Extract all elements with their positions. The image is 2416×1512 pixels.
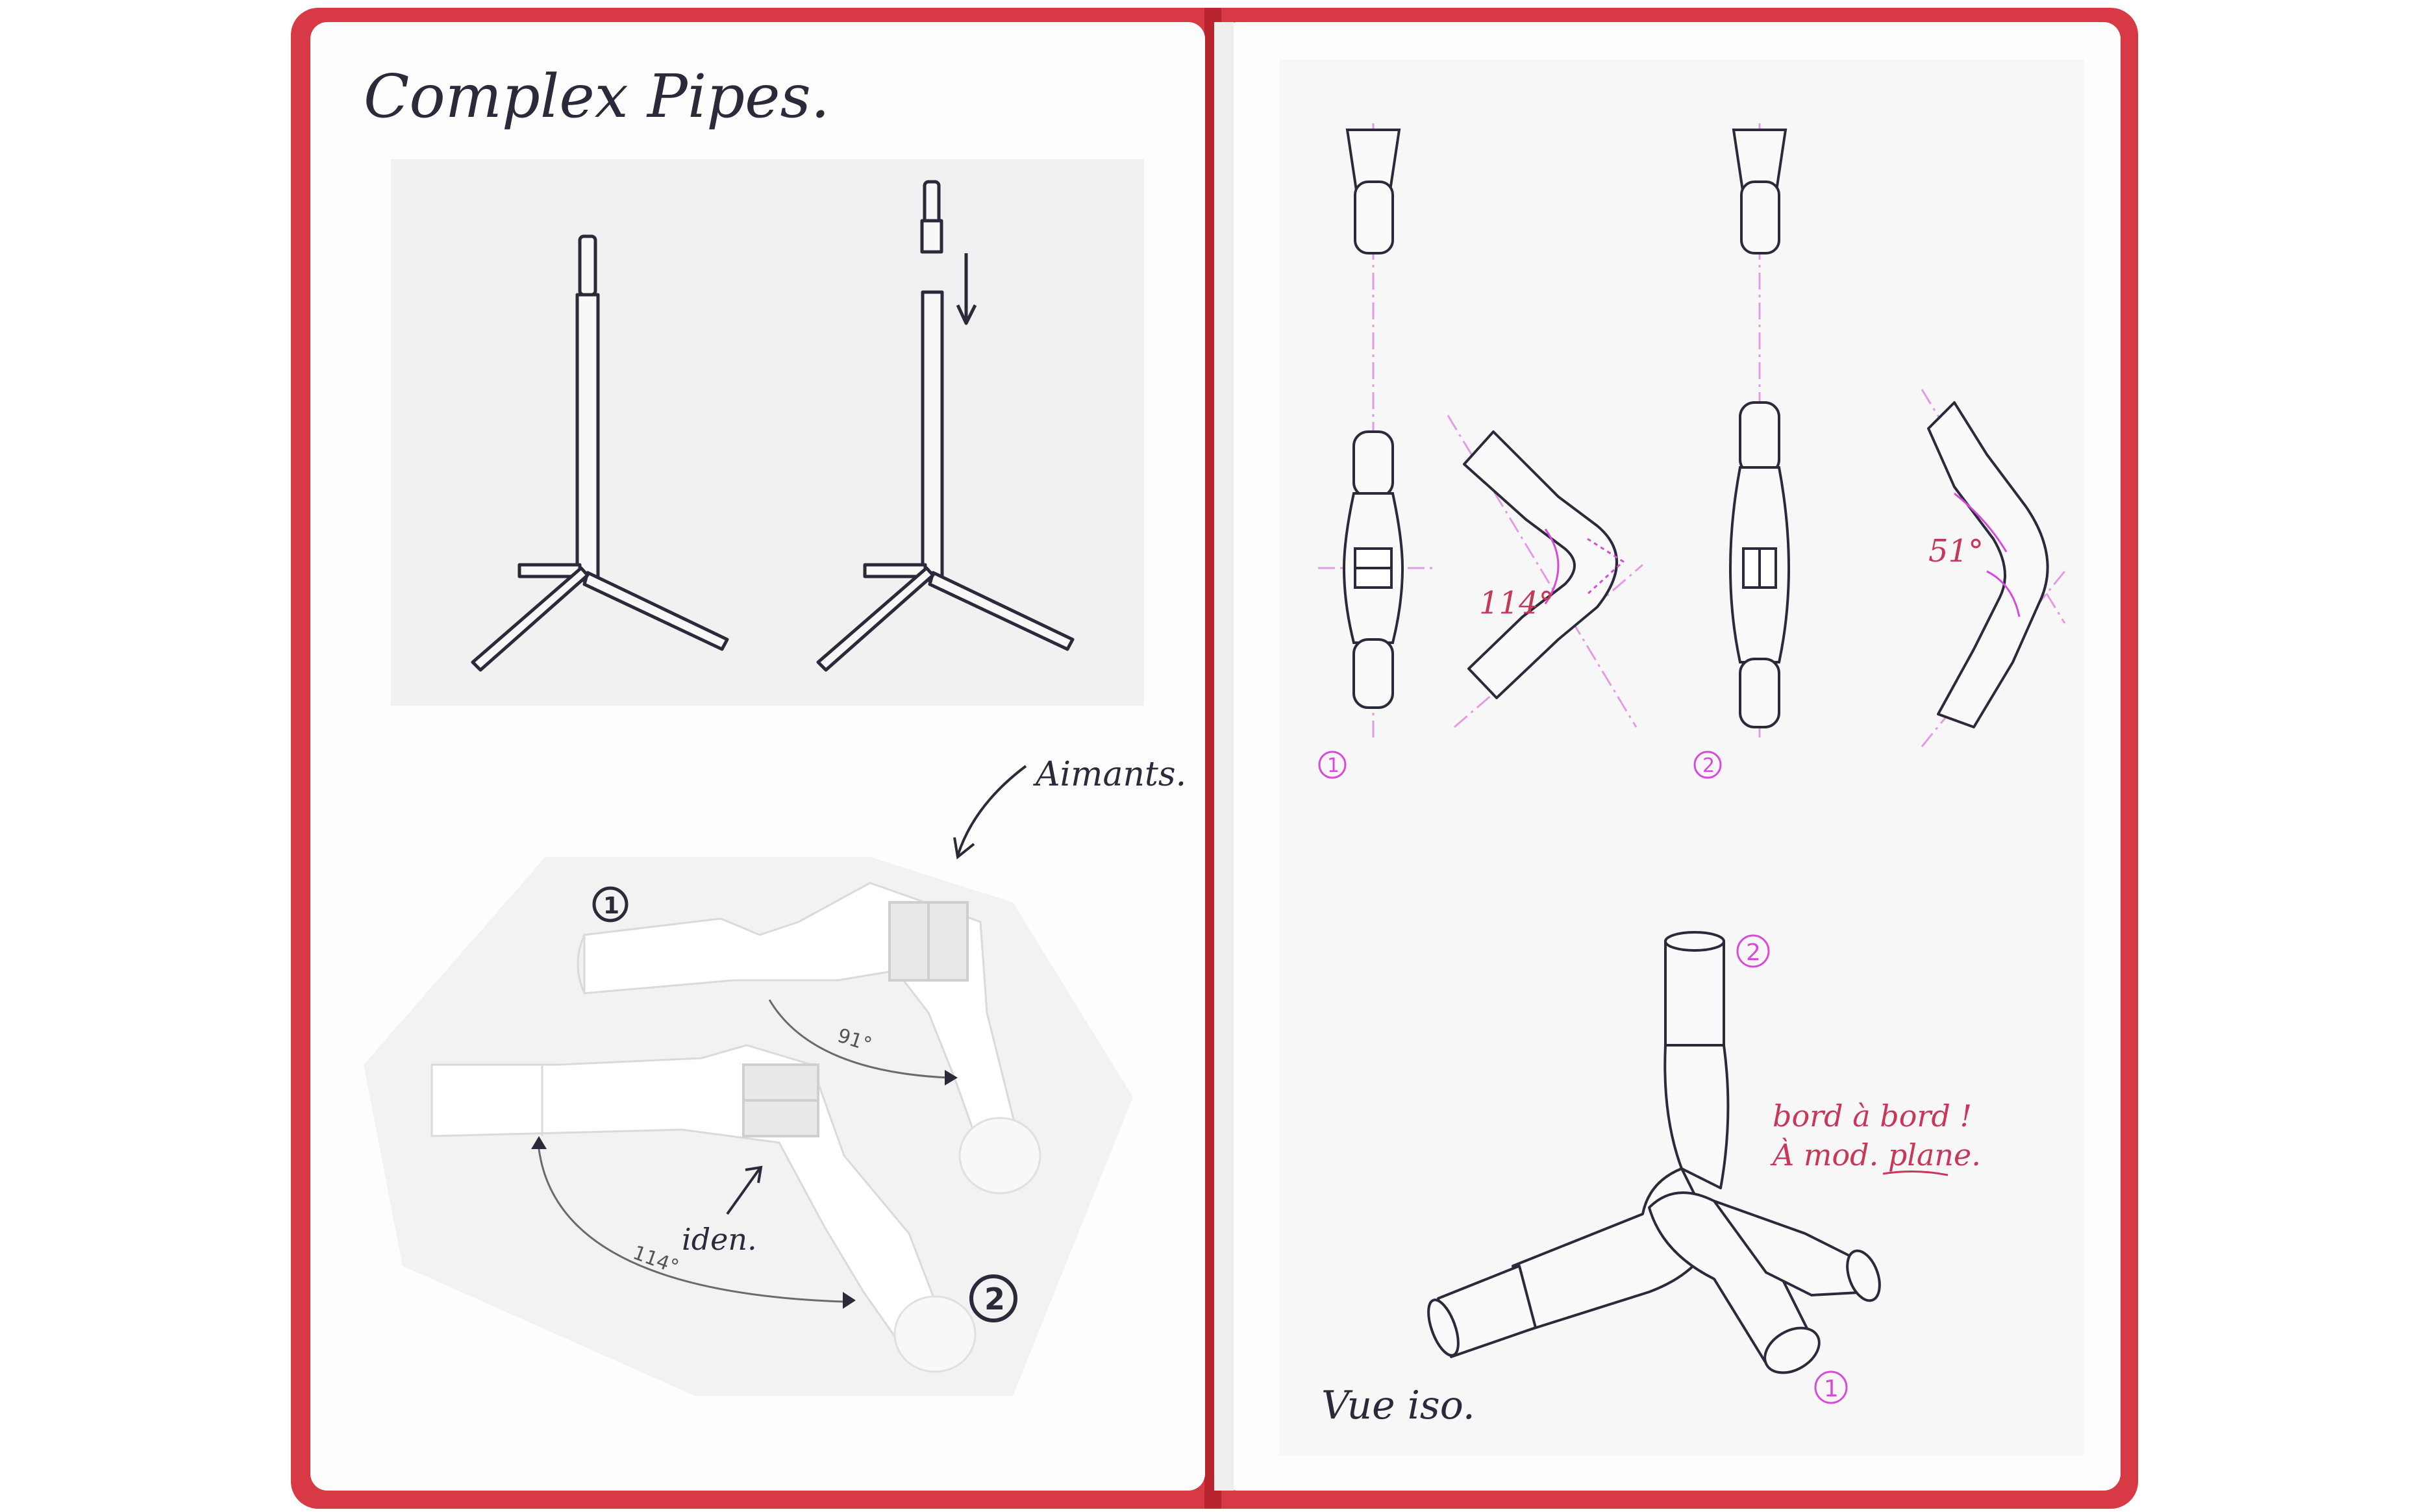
iden-callout-arrow [726, 1165, 763, 1215]
note-underline [1882, 1170, 1949, 1176]
pipe-stand-exploded [816, 180, 1075, 672]
pipe-cap-views [1345, 129, 1787, 254]
assembly-note-line-2: À mod. plane. [1770, 1137, 1981, 1172]
view1-angle: 114° [1479, 585, 1554, 621]
iso-marker-top: 2 [1746, 939, 1761, 966]
side-view-connector-2 [1927, 401, 2049, 728]
view2-marker-circle [1693, 750, 1722, 779]
arrow-tip [945, 1070, 958, 1085]
magenta-markers [1318, 750, 1848, 1404]
aimants-callout-arrow [953, 765, 1027, 860]
side-view-connector-1 [1463, 430, 1625, 699]
view1-marker-circle [1318, 750, 1347, 779]
iso-marker-bottom-circle [1814, 1370, 1848, 1404]
iso-marker-bottom: 1 [1824, 1376, 1839, 1402]
pipe-stand-assembled [471, 234, 729, 672]
view1-marker: 1 [1327, 754, 1339, 777]
iden-callout: iden. [682, 1222, 757, 1257]
arrow-tip [843, 1292, 856, 1309]
isometric-assembly [1427, 931, 1881, 1374]
view2-marker: 2 [1702, 754, 1715, 777]
connector-1-marker: 1 [603, 893, 619, 919]
front-view-connector-2 [1728, 401, 1791, 728]
right-page-content: 1 114° 2 51° 2 1 bord à bord ! À mod. pl… [1279, 60, 2084, 1456]
spine-gutter [1214, 22, 1234, 1491]
connector-1-render [577, 882, 1041, 1195]
view2-angle: 51° [1928, 533, 1984, 569]
page-title: Complex Pipes. [364, 62, 830, 131]
left-page-content: Complex Pipes. Aimants. 91° 114° iden. 1… [364, 62, 1186, 1396]
angle-arcs [538, 999, 949, 1303]
assembly-note-line-1: bord à bord ! [1773, 1098, 1972, 1134]
arrow-tip [531, 1136, 547, 1149]
aimants-callout: Aimants. [1033, 755, 1186, 794]
front-view-connector-1 [1342, 430, 1404, 709]
iso-caption: Vue iso. [1321, 1383, 1475, 1428]
iso-marker-top-circle [1736, 934, 1770, 968]
connector-1-marker-circle [592, 886, 629, 923]
connector-2-marker: 2 [984, 1282, 1005, 1317]
connector-2-marker-circle [969, 1274, 1017, 1322]
connector-2-render [430, 1044, 977, 1373]
